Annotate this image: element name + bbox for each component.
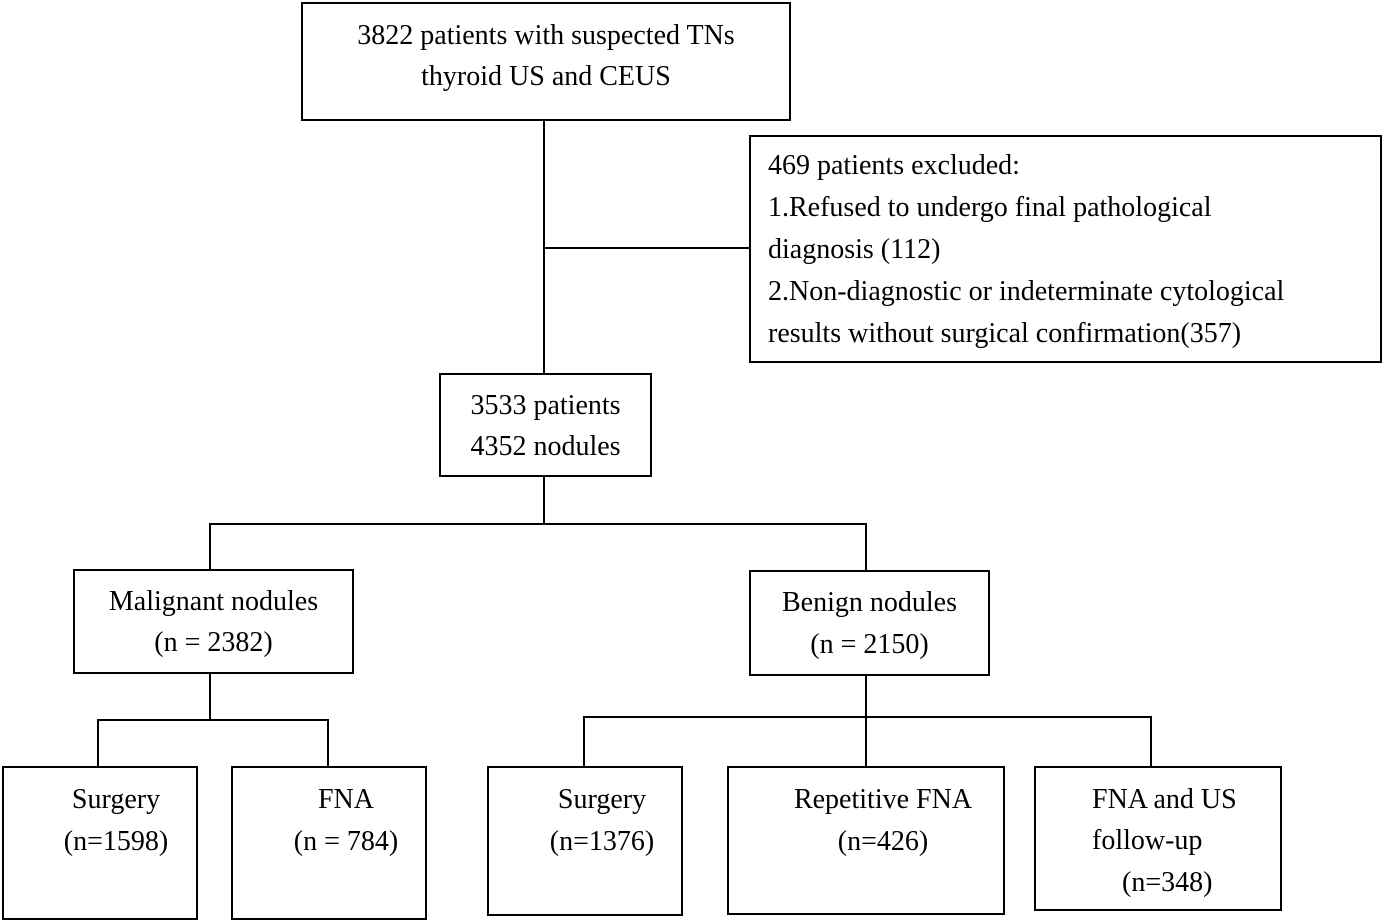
excluded-item1-line2: diagnosis (112) (768, 234, 941, 265)
connector-to-benign-surgery (583, 716, 585, 768)
connector-included-down (543, 476, 545, 525)
connector-split-horizontal (209, 523, 867, 525)
malignant-surgery-label: Surgery (71, 784, 161, 815)
malignant-surgery-count: (n=1598) (63, 826, 169, 857)
excluded-box (749, 135, 1382, 363)
benign-label: Benign nodules (782, 587, 957, 618)
repetitive-fna-label: Repetitive FNA (793, 784, 973, 815)
connector-to-malignant-surgery (97, 719, 99, 768)
malignant-label: Malignant nodules (108, 586, 319, 617)
start-box (301, 2, 791, 121)
malignant-fna-box (231, 766, 427, 920)
connector-to-malignant-fna (327, 719, 329, 768)
malignant-surgery-box (2, 766, 198, 920)
included-line1: 3533 patients (470, 390, 621, 421)
connector-to-repetitive-fna (865, 716, 867, 768)
start-line2: thyroid US and CEUS (421, 61, 671, 92)
connector-to-excluded (543, 247, 751, 249)
included-line2: 4352 nodules (470, 431, 621, 462)
benign-surgery-label: Surgery (557, 784, 647, 815)
excluded-item1-line1: 1.Refused to undergo final pathological (768, 192, 1212, 223)
followup-count: (n=348) (1122, 867, 1213, 898)
benign-box (749, 570, 990, 676)
connector-to-followup (1150, 716, 1152, 768)
malignant-box (73, 569, 354, 674)
excluded-heading: 469 patients excluded: (768, 150, 1020, 181)
followup-line2: follow-up (1092, 825, 1203, 856)
connector-to-benign (865, 523, 867, 572)
start-line1: 3822 patients with suspected TNs (357, 20, 735, 51)
benign-surgery-box (487, 766, 683, 916)
connector-benign-down (865, 674, 867, 718)
benign-count: (n = 2150) (810, 629, 929, 660)
excluded-item2-line1: 2.Non-diagnostic or indeterminate cytolo… (768, 276, 1285, 307)
followup-line1: FNA and US (1092, 784, 1237, 815)
connector-malignant-split (97, 719, 329, 721)
malignant-fna-label: FNA (317, 784, 374, 815)
followup-box (1034, 766, 1282, 911)
included-box (439, 373, 652, 477)
repetitive-fna-count: (n=426) (837, 826, 929, 857)
malignant-count: (n = 2382) (154, 627, 273, 658)
connector-benign-split (583, 716, 1152, 718)
connector-to-malignant (209, 523, 211, 571)
malignant-fna-count: (n = 784) (293, 826, 399, 857)
connector-malignant-down (209, 673, 211, 721)
excluded-item2-line2: results without surgical confirmation(35… (768, 318, 1242, 349)
repetitive-fna-box (727, 766, 1005, 915)
benign-surgery-count: (n=1376) (549, 826, 655, 857)
